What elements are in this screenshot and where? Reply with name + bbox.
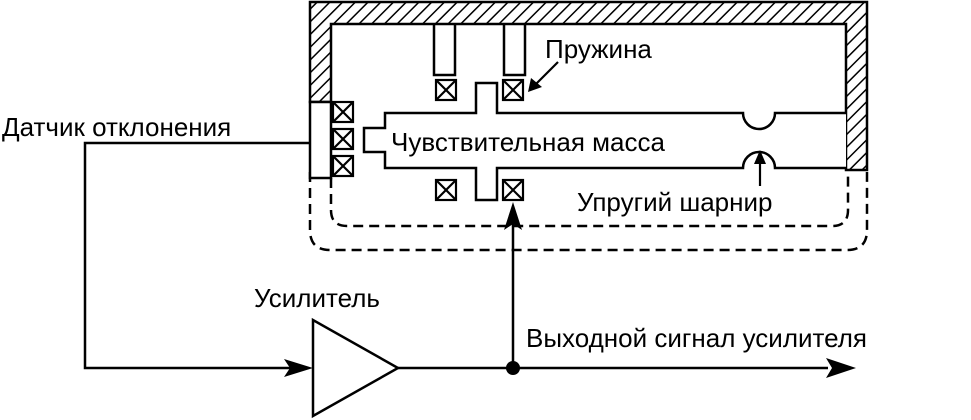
coil-icon [434,78,458,102]
junction-dot [506,361,520,375]
spring-label: Пружина [545,34,652,64]
output-arrow [826,358,856,378]
sensitive-mass-body [362,81,846,202]
amplifier-triangle [311,317,401,419]
wire-arrowheads [284,202,856,378]
elastic-hinge-label: Упругий шарнир [577,187,772,217]
amplifier-label: Усилитель [254,283,380,313]
coil-icon [331,100,355,124]
spring-posts [432,24,527,77]
sensor-to-amplifier-wire [83,141,310,370]
spring-coils [434,78,525,202]
coil-icon [434,178,458,202]
dashed-enclosure-inner [329,172,850,228]
feedback-arrow [504,202,522,230]
label-pointers [528,61,766,186]
sensitive-mass-label: Чувствительная масса [391,127,665,157]
hinge-pointer-arrow [754,150,766,186]
sensor-coils [331,100,355,178]
sensor-plate [308,100,333,180]
output-signal-label: Выходной сигнал усилителя [526,323,867,353]
deflection-sensor-label: Датчик отклонения [2,112,231,142]
coil-icon [331,154,355,178]
spring-post-right [502,24,527,77]
coil-icon [501,78,525,102]
amplifier-input-arrow [284,359,313,377]
dashed-enclosure [308,172,869,252]
coil-icon [331,127,355,151]
signal-wiring [83,141,828,370]
spring-post-left [432,24,457,77]
spring-pointer-arrow [528,61,559,92]
coil-icon [501,178,525,202]
